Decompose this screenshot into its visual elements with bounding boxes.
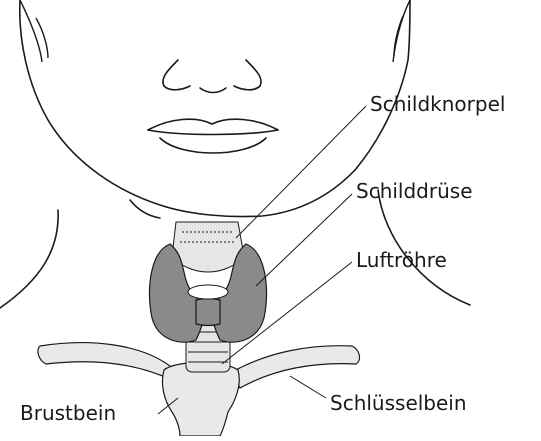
head-outline bbox=[20, 0, 410, 217]
sternum bbox=[162, 363, 239, 437]
thyroid-cartilage bbox=[172, 222, 244, 272]
label-schildknorpel: Schildknorpel bbox=[370, 94, 505, 114]
leader-schluesselbein bbox=[290, 376, 326, 398]
label-brustbein: Brustbein bbox=[20, 403, 116, 423]
nose bbox=[163, 60, 261, 93]
cricoid-ring bbox=[188, 285, 228, 299]
leader-schilddruese bbox=[256, 194, 352, 286]
label-schilddruese: Schilddrüse bbox=[356, 181, 473, 201]
label-luftroehre: Luftröhre bbox=[356, 250, 447, 270]
label-schluesselbein: Schlüsselbein bbox=[330, 393, 467, 413]
ear-right bbox=[393, 0, 410, 62]
mouth bbox=[148, 119, 278, 153]
leader-schildknorpel bbox=[236, 106, 366, 238]
